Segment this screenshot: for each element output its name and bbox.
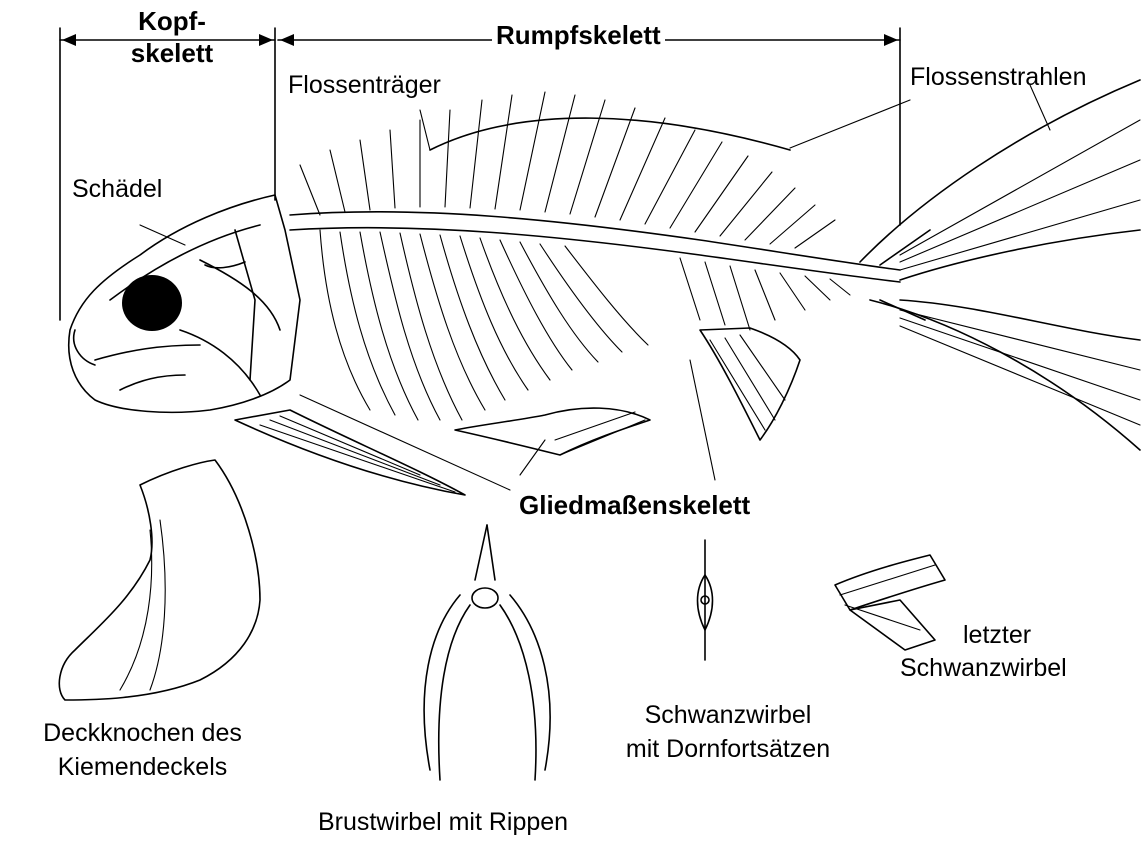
schaedel-label: Schädel xyxy=(72,174,162,204)
pointer-lines xyxy=(140,85,1050,490)
kopfskelett-label-line2: skelett xyxy=(112,38,232,68)
pectoral-fin xyxy=(235,410,465,495)
last-caudal-vertebra-detail xyxy=(835,555,945,650)
anal-fin xyxy=(700,328,800,440)
gliedmassenskelett-label: Gliedmaßenskelett xyxy=(515,490,754,520)
deckknochen-label-line1: Deckknochen des xyxy=(0,718,285,748)
schwanzwirbel-label-line1: Schwanzwirbel xyxy=(588,700,868,730)
kopfskelett-label-line1: Kopf- xyxy=(112,6,232,36)
thoracic-vertebra-detail xyxy=(424,525,550,780)
letzter-schwanzwirbel-label-line2: Schwanzwirbel xyxy=(900,653,1067,683)
flossenstrahlen-label: Flossenstrahlen xyxy=(910,62,1086,92)
deckknochen-label-line2: Kiemendeckels xyxy=(0,752,285,782)
vertebral-column xyxy=(290,212,900,282)
rumpfskelett-dimension xyxy=(278,28,900,225)
dorsal-spines xyxy=(300,92,835,248)
schwanzwirbel-label-line2: mit Dornfortsätzen xyxy=(588,734,868,764)
flossentraeger-label: Flossenträger xyxy=(288,70,441,100)
caudal-vertebra-detail xyxy=(698,540,713,660)
caudal-fin xyxy=(860,80,1140,450)
ribs xyxy=(320,230,648,420)
brustwirbel-label: Brustwirbel mit Rippen xyxy=(318,807,568,837)
haemal-spines xyxy=(680,258,850,330)
pelvic-fin xyxy=(455,408,650,455)
skull xyxy=(69,195,300,412)
letzter-schwanzwirbel-label-line1: letzter xyxy=(963,620,1031,650)
operculum-detail xyxy=(59,460,260,700)
rumpfskelett-label: Rumpfskelett xyxy=(492,20,665,50)
